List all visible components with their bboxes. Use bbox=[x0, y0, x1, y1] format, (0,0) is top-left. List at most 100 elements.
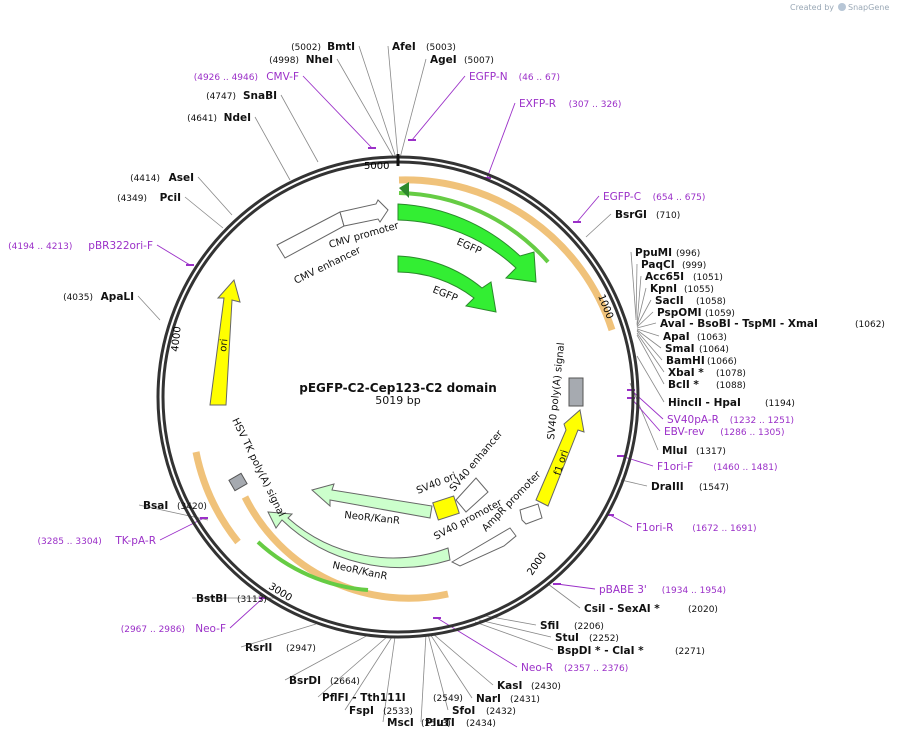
enzyme-pflfi-tth111i[interactable]: PflFI - Tth111I(2549) bbox=[322, 692, 463, 704]
feature-cmv-promoter bbox=[339, 199, 389, 227]
primer-name: EGFP-C bbox=[603, 191, 641, 203]
enzyme-draiii[interactable]: DraIII(1547) bbox=[651, 481, 729, 493]
enzyme-stui[interactable]: StuI(2252) bbox=[555, 632, 619, 644]
primer-name: EGFP-N bbox=[469, 71, 508, 83]
enzyme-ndei[interactable]: NdeI(4641) bbox=[187, 112, 251, 124]
primer-f1ori-r[interactable]: F1ori-R(1672 .. 1691) bbox=[636, 522, 756, 534]
enzyme-sacii[interactable]: SacII(1058) bbox=[655, 295, 726, 307]
orf-band-egfp bbox=[398, 176, 616, 332]
orf-band-left bbox=[192, 451, 241, 545]
enzyme-fspi[interactable]: FspI(2533) bbox=[349, 705, 413, 717]
enzyme-bspdi-clai[interactable]: BspDI * - ClaI *(2271) bbox=[557, 645, 705, 657]
enzyme-name: MscI bbox=[387, 717, 414, 729]
primer-egfp-n[interactable]: EGFP-N (46 .. 67) bbox=[469, 71, 560, 83]
primer-name: TK-pA-R bbox=[114, 535, 156, 547]
enzyme-kasi[interactable]: KasI(2430) bbox=[497, 680, 561, 692]
primer-egfp-c[interactable]: EGFP-C(654 .. 675) bbox=[603, 191, 705, 203]
enzyme-csii-sexai[interactable]: CsiI - SexAI *(2020) bbox=[584, 603, 718, 615]
ruler-label-4000: 4000 bbox=[170, 326, 184, 352]
enzyme-sfoi[interactable]: SfoI(2432) bbox=[452, 705, 516, 717]
primer-name: pBABE 3' bbox=[599, 584, 647, 596]
enzyme-xbai[interactable]: XbaI *(1078) bbox=[668, 367, 746, 379]
enzyme-bamhi[interactable]: BamHI(1066) bbox=[666, 355, 737, 367]
brand-text: SnapGene bbox=[848, 3, 889, 12]
primer-f1ori-f[interactable]: F1ori-F(1460 .. 1481) bbox=[657, 461, 777, 473]
enzyme-avai-bsobi-tspmi-xmai[interactable]: AvaI - BsoBI - TspMI - XmaI(1062) bbox=[660, 318, 885, 330]
enzyme-ppumi[interactable]: PpuMI(996) bbox=[635, 247, 700, 259]
enzyme-bmti[interactable]: BmtI(5002) bbox=[291, 41, 355, 53]
enzyme-position: (1194) bbox=[765, 399, 795, 409]
enzyme-position: (2271) bbox=[675, 647, 705, 657]
enzyme-smai[interactable]: SmaI(1064) bbox=[665, 343, 729, 355]
enzyme-name: PspOMI bbox=[657, 307, 702, 319]
leader-line-asei bbox=[197, 176, 233, 216]
enzyme-nhei[interactable]: NheI(4998) bbox=[269, 54, 333, 66]
primer-range: (307 .. 326) bbox=[569, 100, 622, 110]
primer-sv40pa-r[interactable]: SV40pA-R(1232 .. 1251) bbox=[667, 414, 794, 426]
enzyme-paqci[interactable]: PaqCI(999) bbox=[641, 259, 706, 271]
enzyme-pluti[interactable]: PluTI(2434) bbox=[425, 717, 496, 729]
leader-line-fspi bbox=[344, 636, 393, 711]
enzyme-position: (2947) bbox=[286, 644, 316, 654]
enzyme-name: NdeI bbox=[224, 112, 251, 124]
enzyme-bsai[interactable]: BsaI(3420) bbox=[143, 500, 207, 512]
enzyme-bstbi[interactable]: BstBI(3113) bbox=[196, 593, 267, 605]
primer-pbr322ori-f[interactable]: pBR322ori-F(4194 .. 4213) bbox=[8, 240, 153, 252]
enzyme-msci[interactable]: MscI (2513) bbox=[387, 717, 451, 729]
enzyme-position: (1062) bbox=[855, 320, 885, 330]
primer-labels: CMV-F(4926 .. 4946) EGFP-N (46 .. 67) EXFP-… bbox=[8, 71, 794, 674]
enzyme-afei[interactable]: AfeI(5003) bbox=[392, 41, 456, 53]
enzyme-name: SmaI bbox=[665, 343, 695, 355]
enzyme-nari[interactable]: NarI(2431) bbox=[476, 693, 540, 705]
ruler-label-5000: 5000 bbox=[364, 161, 389, 172]
leader-line-csii-sexai bbox=[547, 583, 581, 609]
enzyme-mlui[interactable]: MluI(1317) bbox=[662, 445, 726, 457]
primer-exfp-r[interactable]: EXFP-R(307 .. 326) bbox=[519, 98, 621, 110]
plasmid-size: 5019 bp bbox=[375, 394, 420, 407]
enzyme-name: HincII - HpaI bbox=[668, 397, 741, 409]
enzyme-kpni[interactable]: KpnI(1055) bbox=[650, 283, 714, 295]
enzyme-name: BclI * bbox=[668, 379, 699, 391]
enzyme-name: PluTI bbox=[425, 717, 455, 729]
enzyme-hincii-hpai[interactable]: HincII - HpaI (1194) bbox=[668, 397, 795, 409]
enzyme-pcii[interactable]: PciI(4349) bbox=[117, 192, 181, 204]
leader-line-nhei bbox=[336, 58, 395, 159]
leader-line-pcii bbox=[184, 196, 224, 229]
enzyme-position: (2513) bbox=[421, 719, 451, 729]
primer-range: (46 .. 67) bbox=[519, 73, 560, 83]
enzyme-agei[interactable]: AgeI(5007) bbox=[430, 54, 494, 66]
enzyme-apali[interactable]: ApaLI(4035) bbox=[63, 291, 134, 303]
primer-ebv-rev[interactable]: EBV-rev(1286 .. 1305) bbox=[664, 426, 784, 438]
primer-neo-f[interactable]: Neo-F(2967 .. 2986) bbox=[121, 623, 226, 635]
enzyme-position: (5007) bbox=[464, 56, 494, 66]
orf-arrowhead-egfp bbox=[399, 182, 409, 198]
enzyme-bsrgi[interactable]: BsrGI(710) bbox=[615, 209, 680, 221]
enzyme-apai[interactable]: ApaI(1063) bbox=[663, 331, 727, 343]
enzyme-position: (2533) bbox=[383, 707, 413, 717]
enzyme-sfii[interactable]: SfiI(2206) bbox=[540, 620, 604, 632]
primer-pbabe-3[interactable]: pBABE 3'(1934 .. 1954) bbox=[599, 584, 726, 596]
enzyme-name: AseI bbox=[169, 172, 194, 184]
enzyme-snabi[interactable]: SnaBI(4747) bbox=[206, 90, 277, 102]
enzyme-pspomi[interactable]: PspOMI(1059) bbox=[657, 307, 735, 319]
enzyme-name: XbaI * bbox=[668, 367, 704, 379]
plasmid-name: pEGFP-C2-Cep123-C2 domain bbox=[299, 381, 497, 395]
feature-label-f1-ori: f1 ori bbox=[552, 449, 571, 477]
leader-line-snabi bbox=[280, 94, 319, 163]
enzyme-name: AfeI bbox=[392, 41, 416, 53]
primer-name: CMV-F bbox=[266, 71, 299, 83]
leader-line-draiii bbox=[620, 479, 648, 487]
enzyme-labels: BmtI(5002)NheI(4998) AfeI(5003)AgeI(5007)… bbox=[63, 41, 885, 729]
snapgene-watermark: Created by SnapGene bbox=[790, 3, 889, 12]
leader-line-kasi bbox=[431, 632, 494, 686]
enzyme-name: DraIII bbox=[651, 481, 684, 493]
primer-tk-pa-r[interactable]: TK-pA-R(3285 .. 3304) bbox=[38, 535, 156, 547]
enzyme-rsrii[interactable]: RsrII(2947) bbox=[245, 642, 316, 654]
enzyme-bcli[interactable]: BclI *(1088) bbox=[668, 379, 746, 391]
enzyme-acc65i[interactable]: Acc65I(1051) bbox=[645, 271, 723, 283]
enzyme-bsrdi[interactable]: BsrDI(2664) bbox=[289, 675, 360, 687]
enzyme-asei[interactable]: AseI(4414) bbox=[130, 172, 194, 184]
primer-neo-r[interactable]: Neo-R(2357 .. 2376) bbox=[521, 662, 628, 674]
primer-cmv-f[interactable]: CMV-F(4926 .. 4946) bbox=[194, 71, 299, 83]
enzyme-position: (4349) bbox=[117, 194, 147, 204]
